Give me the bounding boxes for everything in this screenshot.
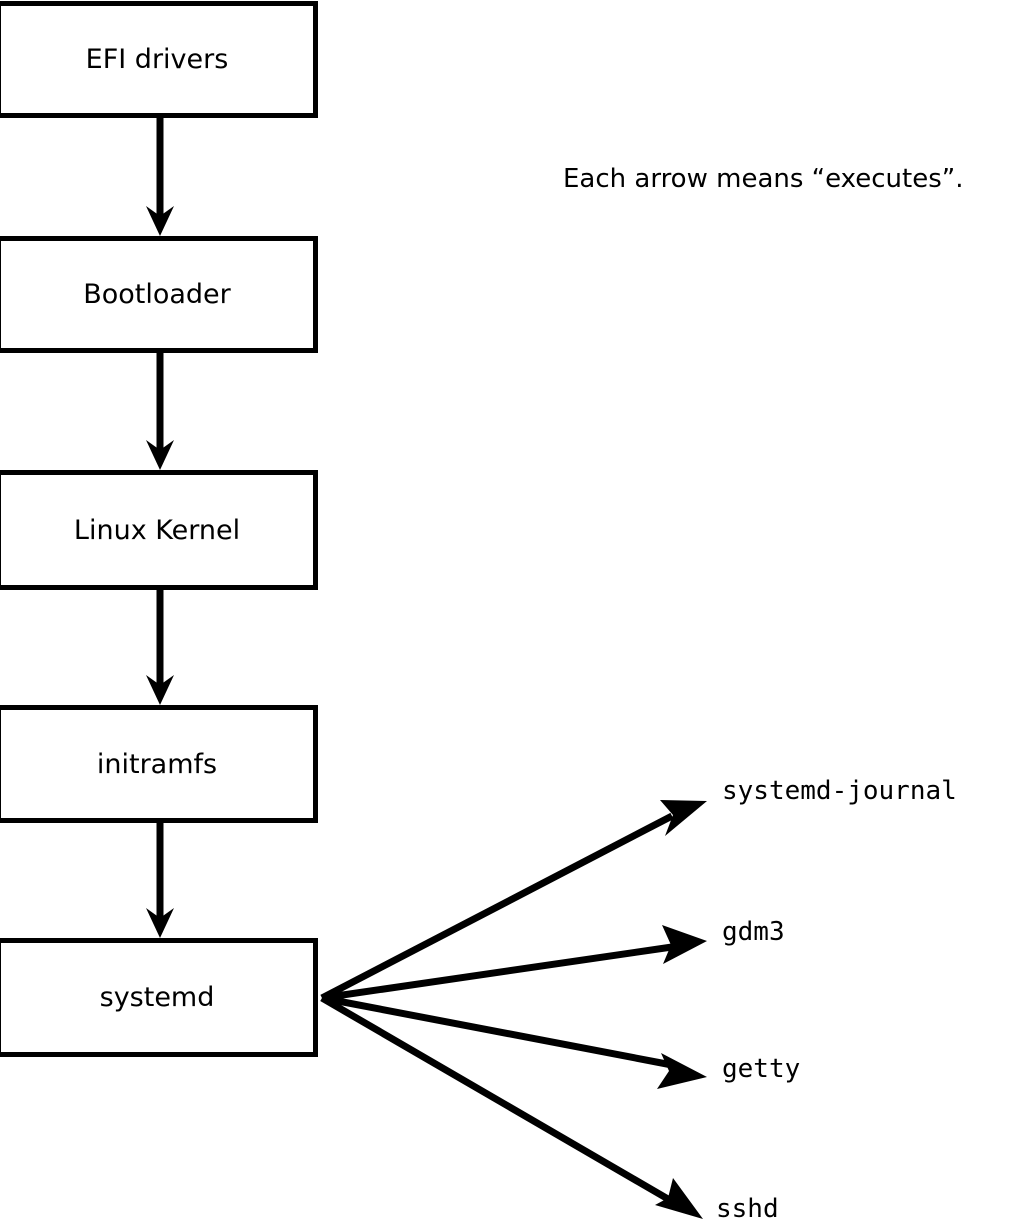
service-label-sshd[interactable]: sshd — [716, 1194, 779, 1224]
chain-arrow-kernel-to-initramfs — [146, 590, 174, 705]
node-label-initramfs: initramfs — [96, 748, 218, 780]
service-label-gdm3[interactable]: gdm3 — [722, 917, 785, 947]
node-label-bootloader: Bootloader — [83, 279, 231, 310]
node-systemd[interactable]: systemd — [0, 938, 318, 1057]
node-label-systemd: systemd — [99, 982, 215, 1013]
legend-caption: Each arrow means “executes”. — [563, 164, 964, 194]
node-linux-kernel[interactable]: Linux Kernel — [0, 470, 318, 590]
node-label-linux-kernel: Linux Kernel — [73, 514, 241, 546]
chain-arrow-initramfs-to-systemd — [146, 823, 174, 938]
service-label-systemd-journal[interactable]: systemd-journal — [722, 776, 957, 806]
fanout-arrow-sshd — [320, 994, 703, 1219]
node-bootloader[interactable]: Bootloader — [0, 236, 318, 353]
fanout-arrow-systemd-journal — [320, 800, 707, 1002]
node-initramfs[interactable]: initramfs — [0, 705, 318, 823]
node-efi-drivers[interactable]: EFI drivers — [0, 1, 318, 118]
node-label-efi-drivers: EFI drivers — [85, 44, 229, 75]
chain-arrow-efi-to-bootloader — [146, 118, 174, 236]
fanout-arrow-getty — [321, 994, 707, 1089]
fanout-arrow-gdm3 — [321, 925, 707, 1002]
service-label-getty[interactable]: getty — [722, 1054, 801, 1084]
chain-arrow-bootloader-to-kernel — [146, 353, 174, 470]
